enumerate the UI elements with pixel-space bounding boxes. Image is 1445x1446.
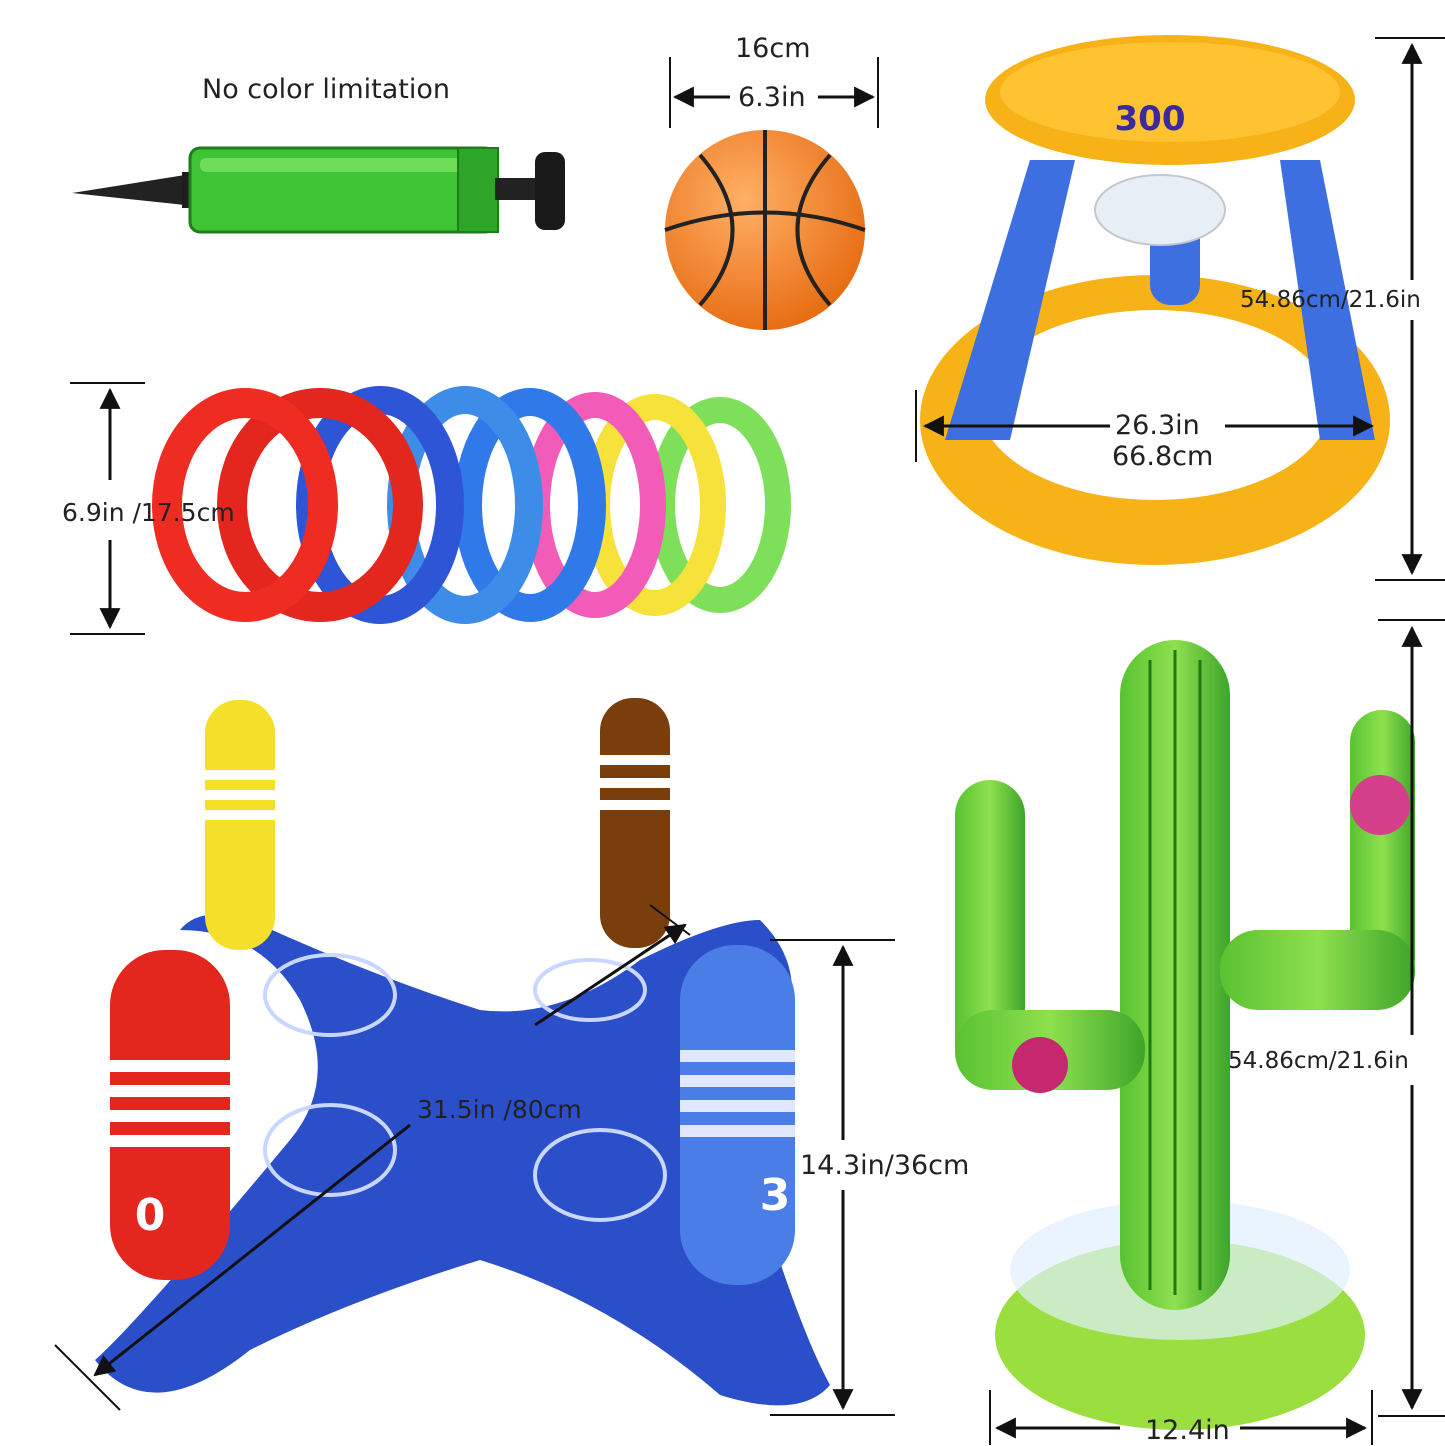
- rings-size-label: 6.9in /17.5cm: [62, 498, 235, 527]
- ball-size-cm: 16cm: [735, 33, 811, 64]
- hoop-width-in: 26.3in: [1115, 410, 1200, 441]
- cactus-height-label: 54.86cm/21.6in: [1228, 1048, 1409, 1074]
- ring-toss-base: [95, 914, 830, 1406]
- hoop-height-label: 54.86cm/21.6in: [1240, 287, 1421, 313]
- peg-brown: [600, 698, 670, 948]
- inflatable-ball: [664, 130, 866, 330]
- inflatable-cactus: [955, 640, 1415, 1430]
- peg-yellow: [205, 700, 275, 950]
- hoop-width-cm: 66.8cm: [1112, 441, 1214, 472]
- hoop-score-text: 300: [1115, 99, 1186, 139]
- pump-note: No color limitation: [202, 74, 451, 105]
- toss-rings: [152, 386, 791, 624]
- ball-size-in: 6.3in: [738, 82, 806, 113]
- peg-red-number: 0: [135, 1190, 166, 1241]
- basketball-hoop: 300: [920, 35, 1390, 565]
- peg-blue-number: 3: [760, 1170, 791, 1221]
- cactus-width-label: 12.4in: [1145, 1415, 1230, 1446]
- ring-toss-height-label: 14.3in/36cm: [800, 1150, 970, 1181]
- ring-toss-diagonal-label: 31.5in /80cm: [417, 1095, 582, 1124]
- peg-red: 0: [110, 950, 230, 1280]
- peg-blue: 3: [680, 945, 795, 1285]
- air-pump: [72, 146, 565, 234]
